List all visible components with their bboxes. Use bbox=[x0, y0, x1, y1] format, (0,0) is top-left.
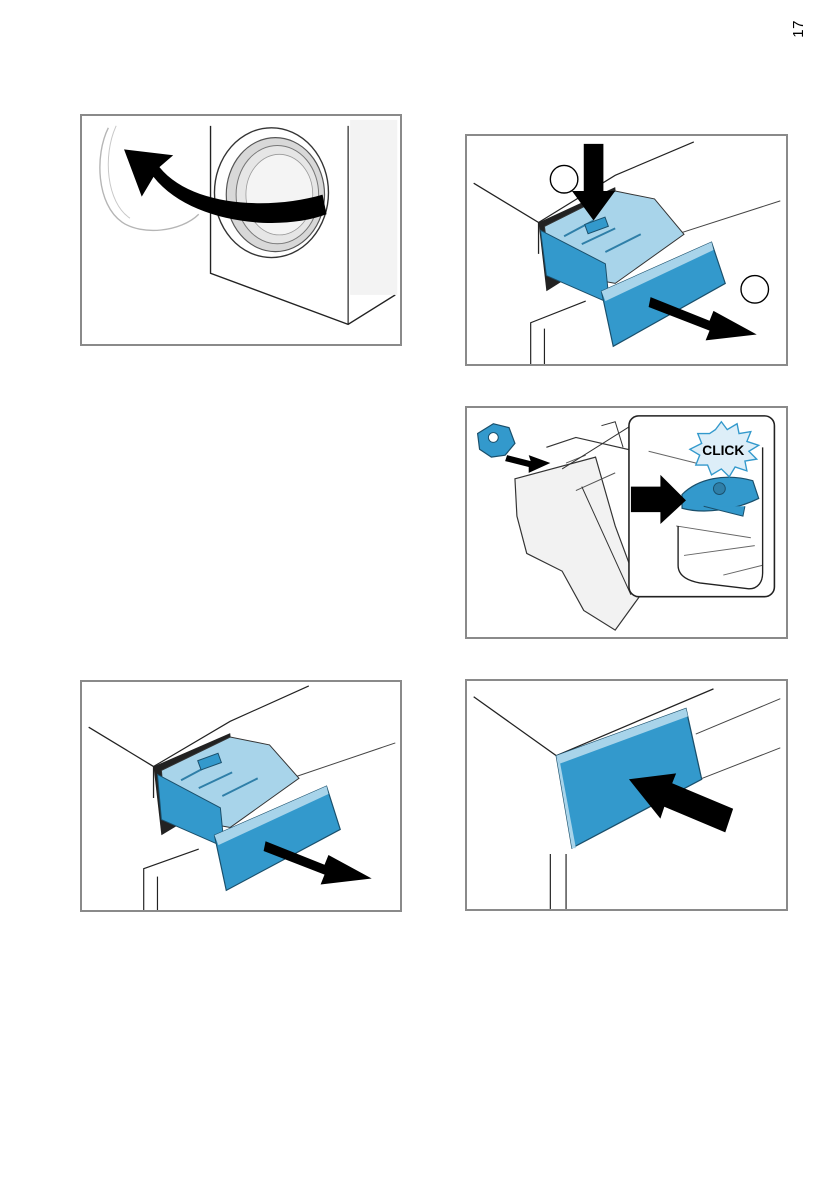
illustration-open-door bbox=[80, 114, 402, 346]
close-drawer-drawing bbox=[467, 681, 786, 909]
insert-arrow-icon bbox=[505, 455, 550, 473]
drawer-removed bbox=[515, 457, 641, 630]
open-door-drawing bbox=[82, 116, 400, 344]
click-label: CLICK bbox=[702, 443, 744, 458]
illustration-pull-drawer bbox=[80, 680, 402, 912]
illustration-close-drawer bbox=[465, 679, 788, 911]
pull-out-arrow-icon bbox=[649, 297, 757, 340]
step-marker-1 bbox=[550, 165, 578, 193]
press-and-remove-drawing bbox=[467, 136, 786, 364]
pull-drawer-drawing bbox=[82, 682, 400, 910]
insert-insert-drawing: CLICK bbox=[467, 408, 786, 637]
illustration-press-and-remove-drawer bbox=[465, 134, 788, 366]
step-marker-2 bbox=[741, 276, 769, 304]
pull-out-arrow-icon bbox=[264, 841, 372, 884]
illustration-insert-insert: CLICK bbox=[465, 406, 788, 639]
page-number: 17 bbox=[790, 20, 807, 38]
